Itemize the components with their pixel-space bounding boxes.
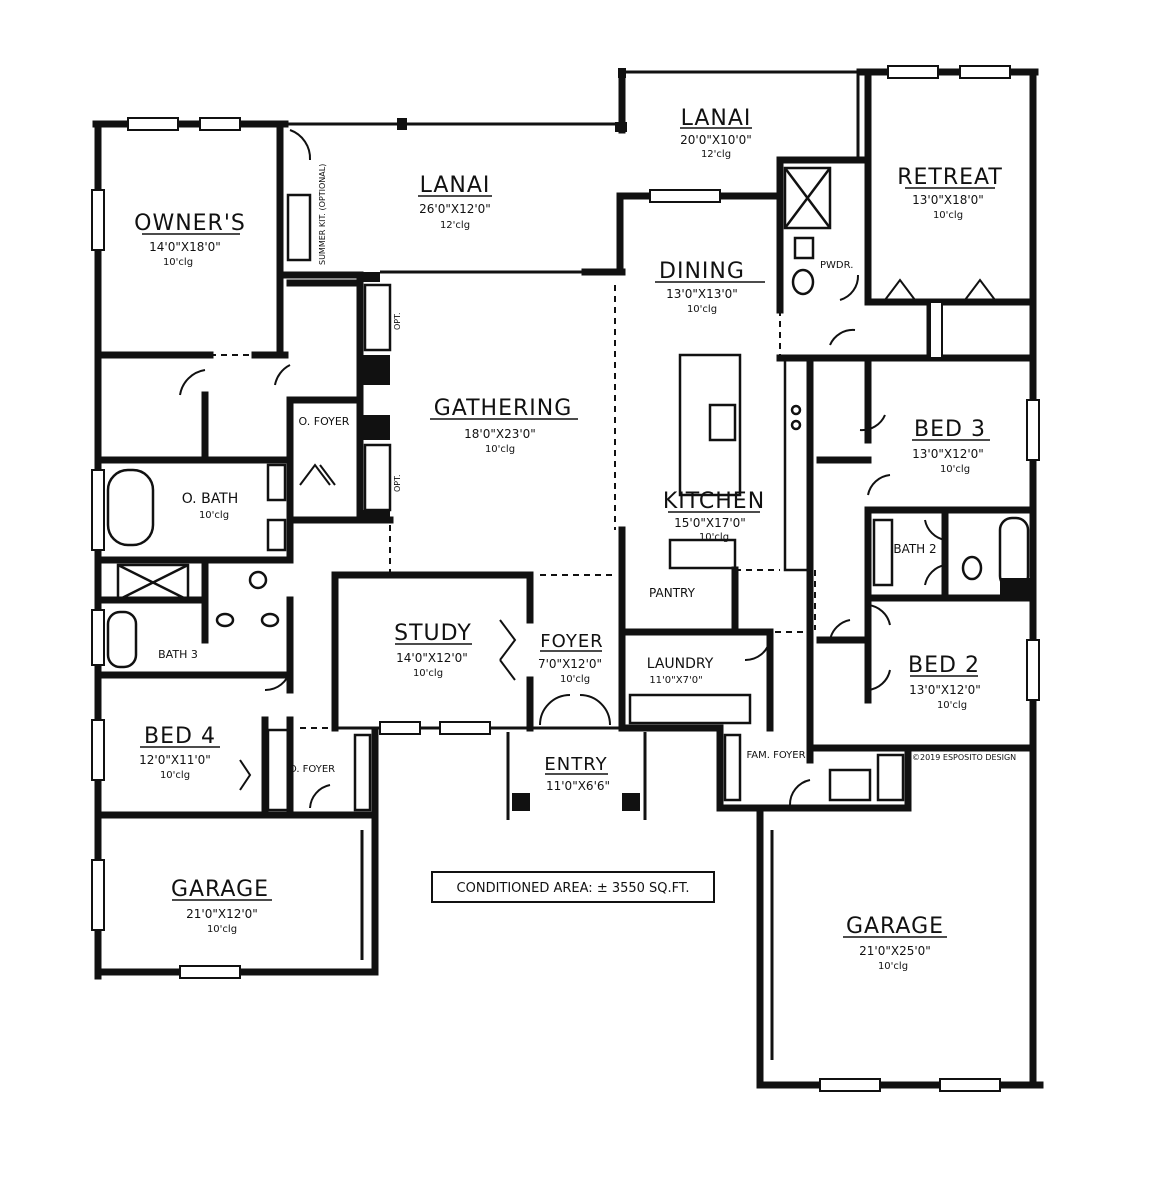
room-dims: 11'0"X7'0" (649, 675, 702, 686)
room-name: BATH 2 (893, 542, 936, 556)
room-name: DINING (659, 259, 745, 284)
room-name: KITCHEN (663, 489, 765, 514)
room-name: FAM. FOYER (746, 750, 805, 761)
room-name: GARAGE (846, 914, 944, 939)
room-label-entry: ENTRY 11'0"X6'6" (544, 754, 610, 793)
room-name: OWNER'S (134, 211, 246, 236)
room-name: RETREAT (897, 165, 1003, 190)
room-dims: 21'0"X25'0" (859, 944, 931, 958)
room-ceiling: 10'clg (560, 674, 590, 685)
room-ceiling: 10'clg (933, 210, 963, 221)
room-label-ofoyer2: O. FOYER (289, 764, 335, 775)
room-label-foyer: FOYER 7'0"X12'0" 10'clg (538, 631, 603, 685)
room-name: LANAI (420, 173, 491, 198)
room-name: STUDY (394, 621, 472, 646)
room-ceiling: 10'clg (160, 770, 190, 781)
room-ceiling: 10'clg (687, 304, 717, 315)
room-label-lanai-top: LANAI 20'0"X10'0" 12'clg (680, 106, 752, 160)
room-label-famfoyer: FAM. FOYER (746, 750, 805, 761)
windows (91, 65, 1040, 1092)
dashed-openings (210, 285, 816, 729)
room-name: LAUNDRY (647, 656, 714, 672)
room-dims: 18'0"X23'0" (464, 427, 536, 441)
opt-label-lower: OPT. (393, 474, 402, 492)
room-dims: 7'0"X12'0" (538, 657, 602, 671)
room-dims: 13'0"X12'0" (909, 683, 981, 697)
room-ceiling: 10'clg (699, 532, 729, 543)
room-dims: 14'0"X12'0" (396, 651, 468, 665)
room-label-laundry: LAUNDRY 11'0"X7'0" (647, 656, 714, 686)
room-label-garage-left: GARAGE 21'0"X12'0" 10'clg (171, 877, 272, 935)
room-dims: 20'0"X10'0" (680, 133, 752, 147)
room-ceiling: 10'clg (485, 444, 515, 455)
room-label-pantry: PANTRY (649, 586, 696, 600)
room-ceiling: 10'clg (878, 961, 908, 972)
summer-kitchen-label: SUMMER KIT. (OPTIONAL) (318, 164, 327, 265)
fixtures (106, 68, 1030, 812)
room-name: GATHERING (434, 396, 573, 421)
copyright-text: ©2019 ESPOSITO DESIGN (912, 753, 1016, 762)
room-name: BED 4 (144, 724, 216, 749)
room-dims: 13'0"X12'0" (912, 447, 984, 461)
door-swings (179, 129, 996, 809)
room-label-bed4: BED 4 12'0"X11'0" 10'clg (139, 724, 220, 781)
pwdr-label: PWDR. (820, 260, 853, 271)
room-label-garage-right: GARAGE 21'0"X25'0" 10'clg (843, 914, 947, 972)
room-name: ENTRY (544, 754, 607, 775)
room-label-kitchen: KITCHEN 15'0"X17'0" 10'clg (663, 489, 765, 543)
room-label-owners: OWNER'S 14'0"X18'0" 10'clg (134, 211, 246, 268)
room-label-dining: DINING 13'0"X13'0" 10'clg (655, 259, 765, 315)
room-name: O. FOYER (299, 415, 350, 428)
room-label-obath: O. BATH 10'clg (182, 491, 239, 521)
room-label-lanai: LANAI 26'0"X12'0" 12'clg (418, 173, 492, 231)
room-name: FOYER (540, 631, 603, 652)
room-ceiling: 12'clg (701, 149, 731, 160)
room-label-bath3: BATH 3 (158, 648, 198, 661)
room-ceiling: 10'clg (199, 510, 229, 521)
room-ceiling: 10'clg (940, 464, 970, 475)
room-label-retreat: RETREAT 13'0"X18'0" 10'clg (897, 165, 1003, 221)
room-name: O. BATH (182, 491, 239, 507)
room-dims: 11'0"X6'6" (546, 779, 610, 793)
room-ceiling: 10'clg (937, 700, 967, 711)
room-name: LANAI (681, 106, 752, 131)
room-label-ofoyer: O. FOYER (299, 415, 350, 428)
room-name: BED 2 (908, 653, 980, 678)
room-ceiling: 12'clg (440, 220, 470, 231)
room-dims: 21'0"X12'0" (186, 907, 258, 921)
conditioned-area-box: CONDITIONED AREA: ± 3550 SQ.FT. (431, 871, 715, 903)
room-dims: 13'0"X18'0" (912, 193, 984, 207)
conditioned-area-text: CONDITIONED AREA: ± 3550 SQ.FT. (457, 881, 690, 896)
room-label-bed2: BED 2 13'0"X12'0" 10'clg (908, 653, 981, 711)
room-dims: 26'0"X12'0" (419, 202, 491, 216)
room-name: GARAGE (171, 877, 269, 902)
room-ceiling: 10'clg (163, 257, 193, 268)
room-ceiling: 10'clg (413, 668, 443, 679)
room-name: BATH 3 (158, 648, 198, 661)
room-dims: 12'0"X11'0" (139, 753, 211, 767)
room-dims: 15'0"X17'0" (674, 516, 746, 530)
room-dims: 13'0"X13'0" (666, 287, 738, 301)
room-name: PANTRY (649, 586, 696, 600)
room-label-bed3: BED 3 13'0"X12'0" 10'clg (912, 417, 990, 475)
room-name: BED 3 (914, 417, 986, 442)
room-name: O. FOYER (289, 764, 335, 775)
room-label-gathering: GATHERING 18'0"X23'0" 10'clg (430, 396, 578, 455)
opt-label-upper: OPT. (393, 312, 402, 330)
room-ceiling: 10'clg (207, 924, 237, 935)
room-label-bath2: BATH 2 (893, 542, 936, 556)
room-dims: 14'0"X18'0" (149, 240, 221, 254)
room-label-study: STUDY 14'0"X12'0" 10'clg (394, 621, 472, 679)
